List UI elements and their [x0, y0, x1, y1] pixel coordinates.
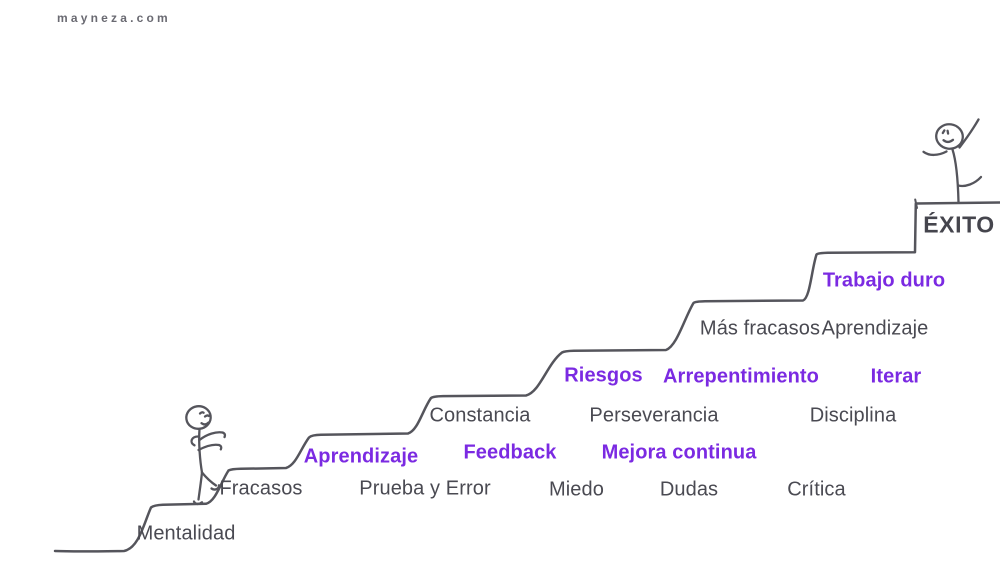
top-step-corner-tick [914, 198, 918, 209]
climber-arm-upper [198, 431, 227, 442]
climber-chest-curl [190, 435, 201, 447]
celebrator-eye-left [941, 129, 946, 135]
celebrator-head [935, 123, 964, 150]
celebrator-leg-kick [957, 175, 983, 188]
step-label-mejora-continua: Mejora continua [601, 441, 757, 463]
step-label-prueba-y-error: Prueba y Error [359, 477, 491, 500]
climber-eye-left [198, 411, 205, 415]
step-label-arrepentimiento: Arrepentimiento [663, 365, 819, 387]
step-label-aprendizaje: Aprendizaje [303, 445, 419, 468]
step-label-feedback: Feedback [463, 441, 557, 463]
climber-body [198, 427, 204, 474]
step-label-aprendizaje-2: Aprendizaje [821, 317, 929, 339]
watermark-mayneza: mayneza.com [57, 11, 171, 25]
step-label-dudas: Dudas [659, 478, 719, 500]
climber-leg-right [200, 471, 218, 487]
step-label-perseverancia: Perseverancia [589, 404, 719, 427]
climber-foot-right [210, 484, 221, 491]
climbing-stick-figure [185, 405, 227, 506]
step-label-trabajo-duro: Trabajo duro [822, 269, 946, 292]
celebrator-arm-left [922, 150, 948, 157]
step-label-miedo: Miedo [549, 478, 604, 500]
celebrating-stick-figure [922, 118, 983, 204]
summit-label-exito: ÉXITO [923, 211, 995, 238]
climber-eye-right [203, 414, 210, 418]
climber-leg-left [197, 471, 204, 501]
step-label-constancia: Constancia [429, 404, 531, 426]
climber-head [185, 405, 212, 430]
celebrator-arm-right [958, 118, 980, 149]
step-label-disciplina: Disciplina [809, 404, 897, 427]
step-label-mentalidad: Mentalidad [136, 522, 236, 544]
step-label-critica: Crítica [787, 478, 846, 500]
step-label-iterar: Iterar [870, 365, 922, 387]
step-label-fracasos: Fracasos [219, 477, 303, 500]
climber-smile [200, 421, 210, 426]
celebrator-smile [942, 138, 955, 144]
celebrator-eye-right [946, 129, 950, 135]
step-label-mas-fracasos: Más fracasos [699, 317, 821, 339]
climber-foot-left [192, 500, 204, 506]
celebrator-body [951, 148, 960, 204]
step-label-riesgos: Riesgos [564, 364, 643, 387]
staircase-line [53, 201, 1000, 553]
climber-arm-lower [197, 443, 223, 452]
